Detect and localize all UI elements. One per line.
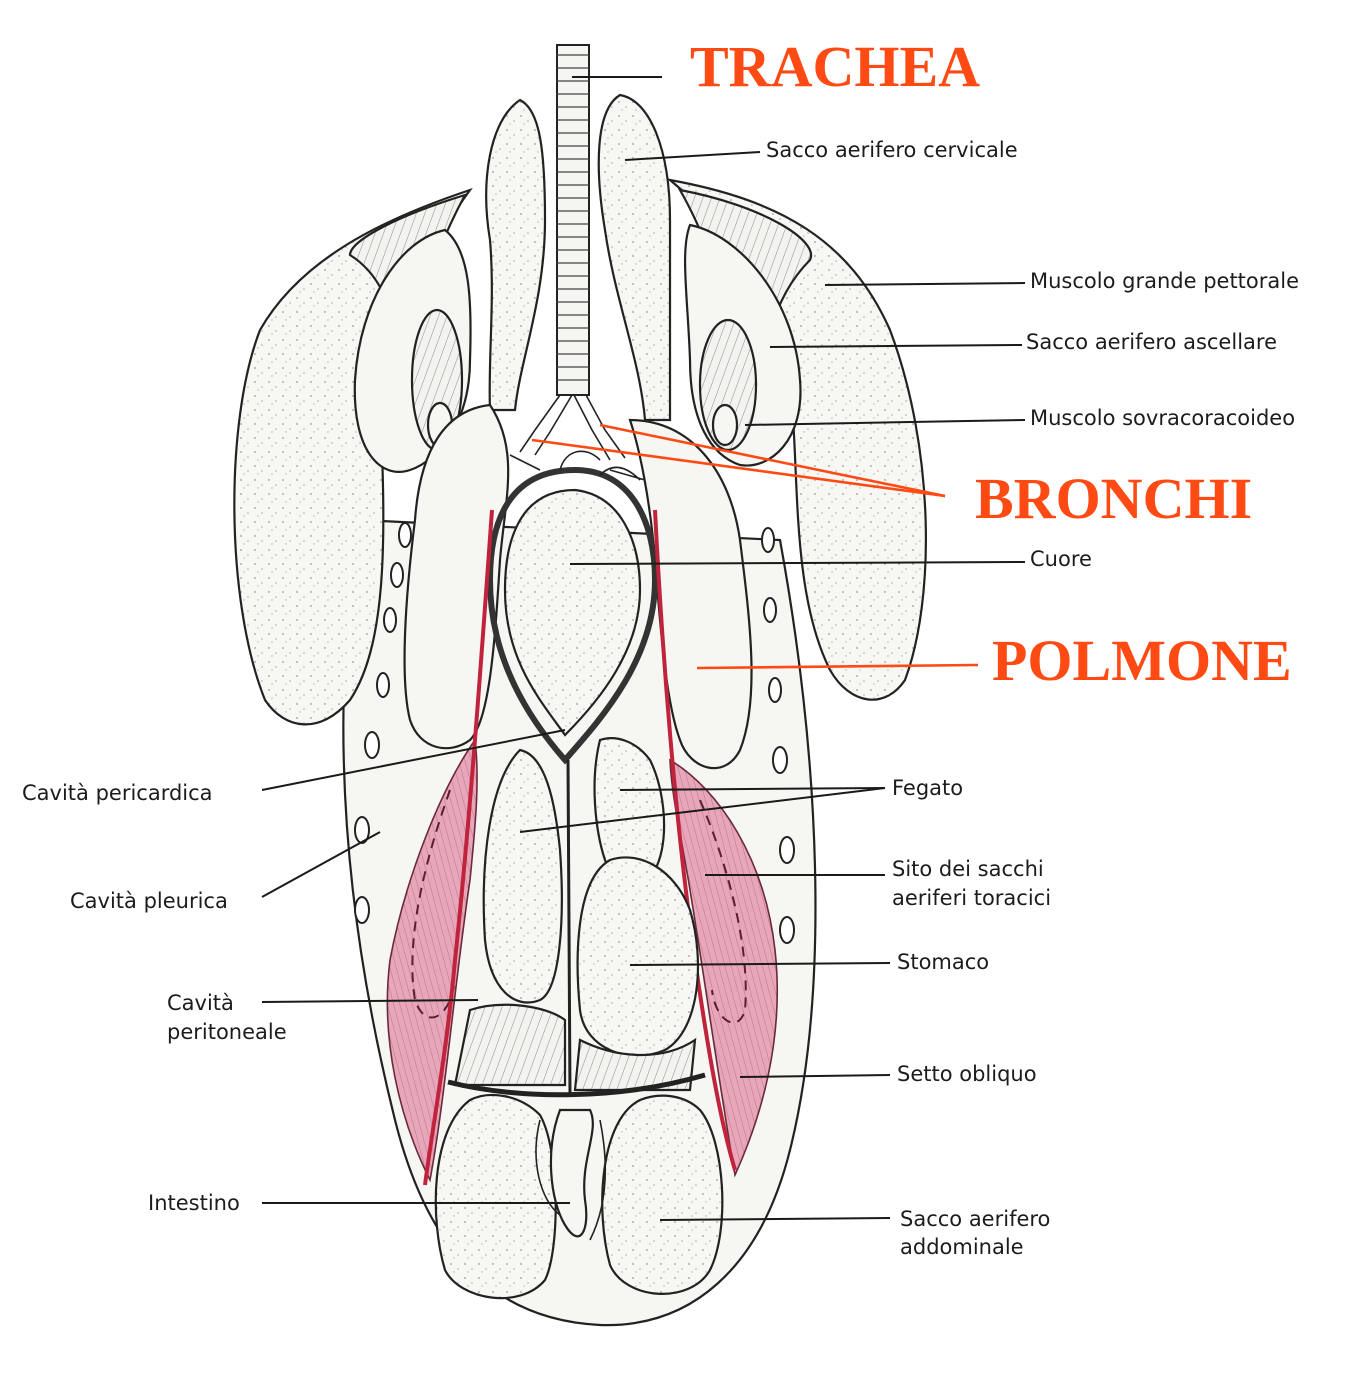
leader-cavita-pleurica — [261, 831, 381, 898]
label-sacco-ascellare: Sacco aerifero ascellare — [1026, 330, 1277, 354]
trachea-rings — [557, 54, 589, 381]
thoracic-sac-membrane-right — [669, 758, 778, 1178]
cervical-sac-right — [597, 93, 672, 422]
label-trachea: TRACHEA — [690, 34, 980, 99]
leader-fegato-2 — [519, 787, 886, 833]
label-cuore: Cuore — [1030, 547, 1092, 571]
heart-vessels — [509, 450, 646, 481]
label-sito-sacchi-line1: Sito dei sacchi — [892, 857, 1044, 881]
dashed-sac-outline-right — [699, 799, 747, 1024]
label-cavita-pleurica: Cavità pleurica — [70, 889, 228, 913]
ribs — [354, 522, 795, 944]
leader-muscolo-sovracoracoideo — [744, 419, 1026, 426]
intestine-loop — [535, 1119, 606, 1241]
leader-cuore — [569, 561, 1026, 565]
leader-cavita-peritoneale — [261, 999, 479, 1003]
label-setto-obliquo: Setto obliquo — [897, 1062, 1037, 1086]
gizzard-muscle — [573, 1037, 697, 1092]
leader-sacco-cervicale — [624, 151, 761, 161]
leader-polmone — [696, 663, 979, 670]
bronchus-left — [519, 394, 573, 456]
leader-setto-obliquo — [739, 1074, 891, 1078]
stomach-muscle — [453, 1003, 567, 1087]
label-stomaco: Stomaco — [897, 950, 989, 974]
leader-stomaco — [629, 962, 891, 966]
leader-sacco-ascellare — [769, 344, 1023, 348]
oblique-septum-left — [423, 509, 494, 1186]
abdominal-sac-left — [434, 1093, 557, 1300]
label-muscolo-sovracoracoideo: Muscolo sovracoracoideo — [1030, 406, 1295, 430]
label-polmone: POLMONE — [992, 628, 1292, 693]
leader-bronchi-2 — [599, 423, 946, 498]
leader-bronchi-1 — [531, 438, 946, 498]
liver-left-lobe — [482, 748, 563, 1004]
leader-muscolo-pettorale — [824, 282, 1026, 286]
intestine — [549, 1108, 594, 1238]
label-sacco-cervicale: Sacco aerifero cervicale — [766, 138, 1018, 162]
label-sacco-addominale-line2: addominale — [900, 1235, 1024, 1259]
trachea-tube — [556, 44, 590, 396]
thoracic-sac-membrane-left — [386, 737, 478, 1183]
abdominal-sac-right — [601, 1094, 724, 1295]
label-cavita-pericardica: Cavità pericardica — [22, 781, 213, 805]
cervical-sac-left — [485, 98, 547, 412]
label-fegato: Fegato — [892, 776, 963, 800]
label-cavita-peritoneale-line2: peritoneale — [167, 1020, 287, 1044]
label-sacco-addominale-line1: Sacco aerifero — [900, 1207, 1050, 1231]
dashed-sac-outline-left — [411, 789, 456, 1019]
pericardium — [486, 466, 659, 765]
heart — [503, 488, 642, 737]
label-muscolo-pettorale: Muscolo grande pettorale — [1030, 269, 1299, 293]
label-bronchi: BRONCHI — [975, 466, 1252, 531]
post-hepatic-septum — [447, 1072, 706, 1098]
label-sito-sacchi-line2: aeriferi toracici — [892, 886, 1051, 910]
leader-fegato-1 — [619, 787, 886, 791]
midline-septum — [566, 759, 572, 1096]
leader-cavita-pericardica — [261, 729, 566, 791]
stomach — [576, 856, 699, 1057]
label-intestino: Intestino — [148, 1191, 240, 1215]
leader-sacco-addominale — [659, 1217, 891, 1221]
supracoracoideus-tendon-right — [711, 403, 739, 447]
label-cavita-peritoneale-line1: Cavità — [167, 991, 234, 1015]
